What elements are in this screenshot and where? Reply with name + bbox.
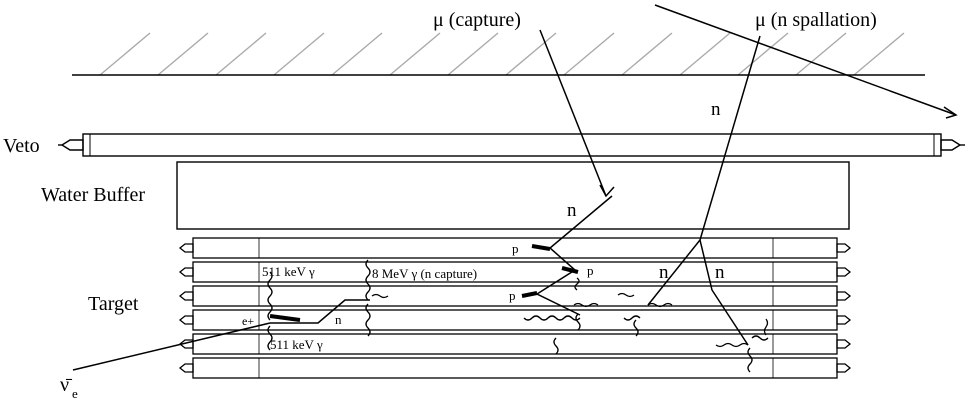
- neutron-spallation-a-label: n: [659, 262, 669, 283]
- muon-spallation-track: [647, 4, 958, 346]
- target-label: Target: [88, 293, 139, 315]
- positron-label: e+: [242, 314, 254, 328]
- proton-stubs: [521, 244, 579, 298]
- proton-1-label: p: [512, 241, 519, 256]
- veto-tube: [58, 133, 965, 157]
- ibd-event: [72, 299, 370, 371]
- target-tube: [192, 357, 838, 379]
- neutron-spallation-label: n: [711, 99, 721, 120]
- proton-2-label: p: [587, 263, 594, 278]
- gamma-511-bottom-label: 511 keV γ: [270, 337, 323, 352]
- mu-capture-label: μ (capture): [433, 9, 521, 31]
- gamma-wiggles: [267, 259, 769, 373]
- target-tubes: [192, 237, 838, 379]
- neutron-capture-label: n: [567, 200, 577, 221]
- neutron-target-label: n: [335, 312, 342, 327]
- neutron-spallation-b-label: n: [715, 262, 725, 283]
- water-buffer-box: [176, 161, 850, 230]
- proton-3-label: p: [509, 288, 516, 303]
- pmt-connectors: [178, 243, 852, 373]
- veto-label: Veto: [3, 135, 40, 157]
- gamma-511-top-label: 511 keV γ: [262, 264, 315, 279]
- water-buffer-label: Water Buffer: [41, 184, 145, 206]
- ground-hatching: [99, 32, 905, 76]
- mu-spallation-label: μ (n spallation): [755, 9, 877, 31]
- gamma-8mev-label: 8 MeV γ (n capture): [372, 266, 477, 281]
- antineutrino-subscript: e: [72, 386, 78, 401]
